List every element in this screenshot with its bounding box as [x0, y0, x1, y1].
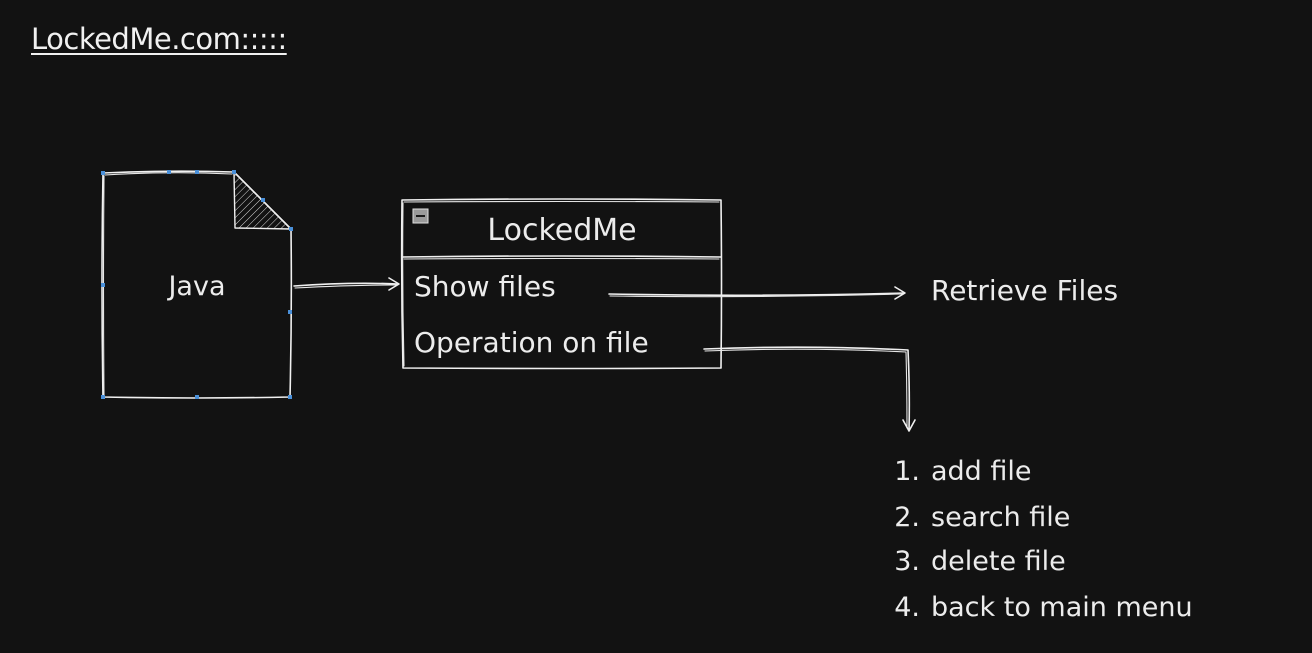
selection-handle[interactable] — [195, 395, 199, 399]
selection-handle[interactable] — [261, 198, 265, 202]
selection-handle[interactable] — [101, 395, 105, 399]
selection-handle[interactable] — [288, 310, 292, 314]
class-box-outline — [400, 198, 723, 370]
class-box-title: LockedMe — [487, 213, 636, 248]
selection-handle[interactable] — [195, 170, 199, 174]
operation-number: 4. — [894, 592, 920, 623]
selection-handle[interactable] — [101, 171, 105, 175]
operation-label: add file — [931, 456, 1032, 487]
class-box-divider — [401, 255, 722, 258]
arrow-java-to-lockedme — [293, 277, 400, 291]
arrow-operation-to-list — [703, 346, 916, 432]
class-box[interactable]: LockedMe Show files Operation on file — [400, 198, 723, 370]
operation-label: back to main menu — [931, 592, 1193, 623]
operation-number: 1. — [894, 456, 920, 487]
selection-handle[interactable] — [101, 283, 105, 287]
document-shape[interactable]: Java — [101, 170, 293, 399]
selection-handle[interactable] — [232, 170, 236, 174]
class-item-operation-on-file[interactable]: Operation on file — [414, 326, 649, 359]
operation-label: search file — [931, 502, 1070, 533]
operation-label: delete file — [931, 546, 1066, 577]
class-item-show-files[interactable]: Show files — [414, 270, 556, 303]
document-outline — [101, 170, 293, 399]
page-title: LockedMe.com::::: — [31, 22, 287, 56]
selection-handle[interactable] — [289, 227, 293, 231]
selection-handle[interactable] — [288, 395, 292, 399]
arrow-show-to-retrieve — [608, 286, 906, 300]
document-label: Java — [166, 271, 225, 302]
selection-handle[interactable] — [167, 170, 171, 174]
operation-number: 3. — [894, 546, 920, 577]
operation-number: 2. — [894, 502, 920, 533]
retrieve-files-label: Retrieve Files — [931, 274, 1118, 307]
operations-list: 1. add file 2. search file 3. delete fil… — [894, 456, 1192, 623]
